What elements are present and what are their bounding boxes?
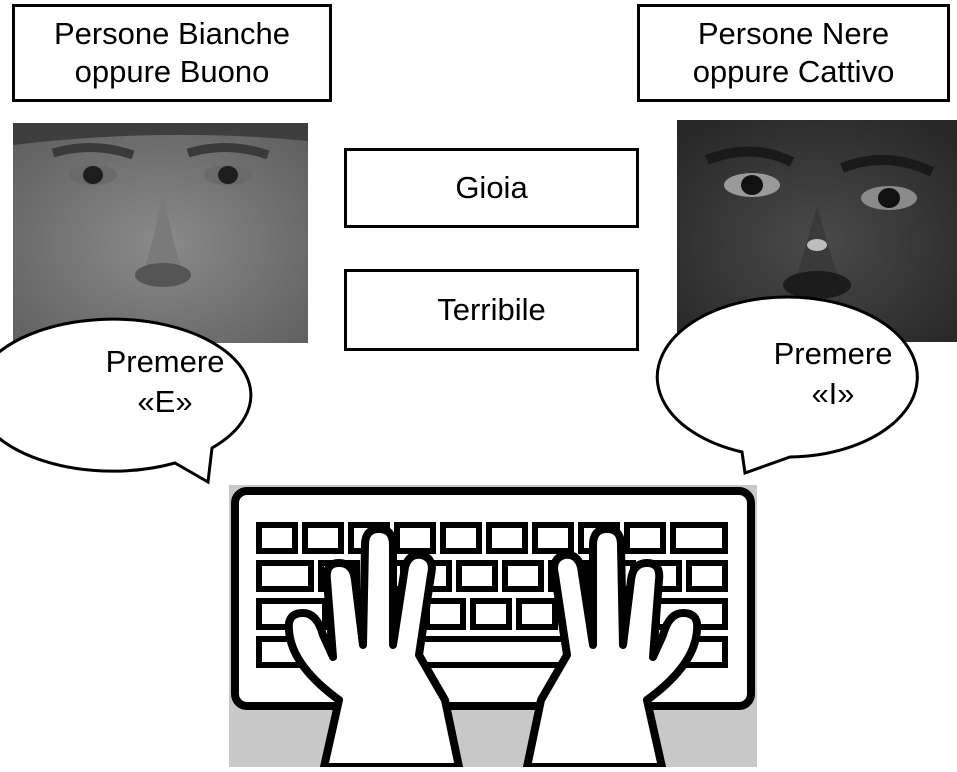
left-category-line1: Persone Bianche <box>53 16 291 52</box>
left-bubble-line2: «E» <box>137 384 193 420</box>
right-bubble-line2: «I» <box>811 376 855 412</box>
stimulus-word: Terribile <box>437 292 546 327</box>
left-speech-bubble <box>0 317 253 485</box>
right-bubble-line1: Premere <box>773 336 893 371</box>
left-bubble-line1: Premere <box>105 344 225 379</box>
left-category-label: Persone Bianche oppure Buono <box>12 4 332 102</box>
right-category-label: Persone Nere oppure Cattivo <box>637 4 950 102</box>
left-bubble-text: Premere «E» <box>65 342 265 423</box>
stimulus-word-box: Gioia <box>344 148 639 228</box>
keyboard-icon <box>229 485 757 771</box>
left-face-icon <box>13 123 308 343</box>
stimulus-word-box: Terribile <box>344 269 639 351</box>
right-bubble-text: Premere «I» <box>733 334 933 415</box>
right-category-line1: Persone Nere <box>697 16 890 52</box>
left-category-line2: oppure Buono <box>74 54 270 89</box>
right-speech-bubble <box>655 295 919 476</box>
right-category-line2: oppure Cattivo <box>692 54 895 89</box>
stimulus-word: Gioia <box>455 170 528 205</box>
